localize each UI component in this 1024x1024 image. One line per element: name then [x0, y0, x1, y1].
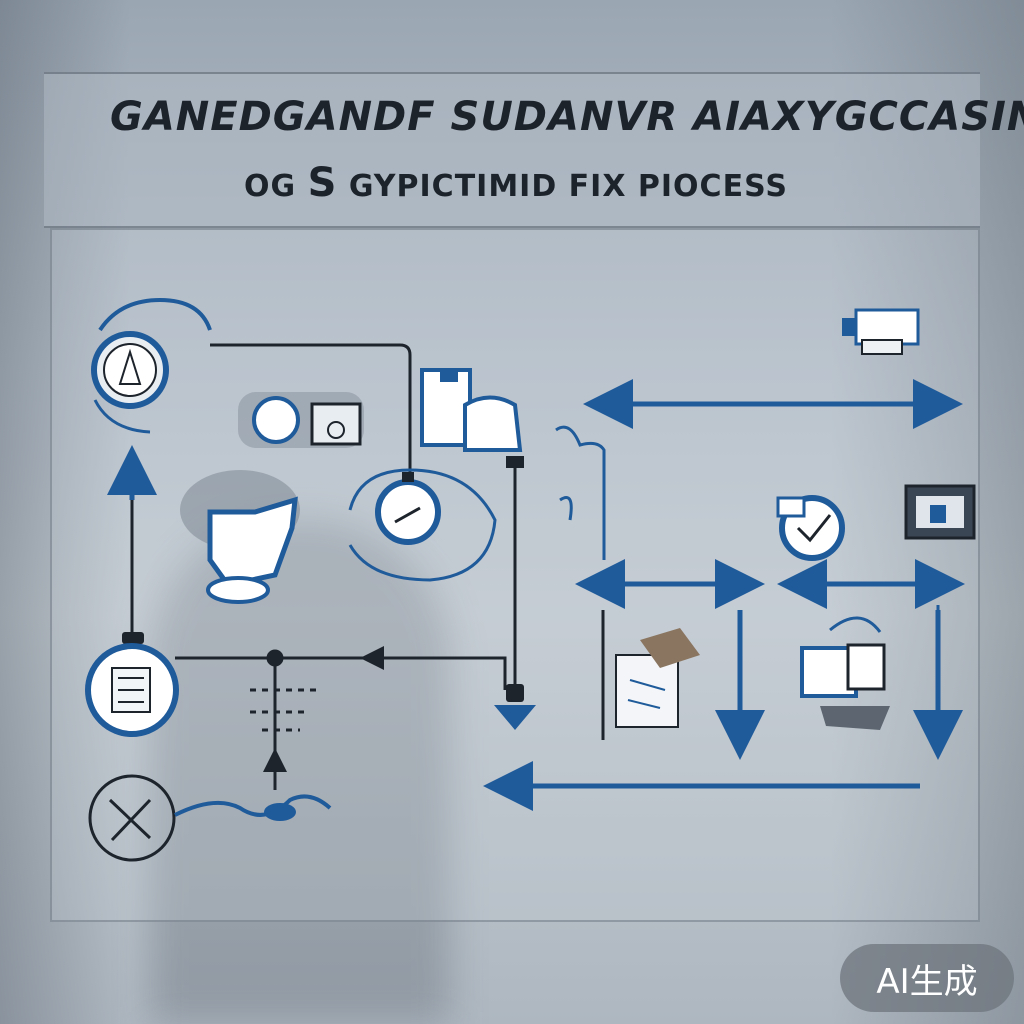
connector-lines	[120, 343, 517, 790]
folder-icon	[615, 628, 700, 728]
title-line-2-rest: GYPICTIMID FIX PIOCESS	[337, 169, 788, 204]
center-down-cap	[506, 456, 524, 468]
clock-dial-icon	[91, 297, 212, 434]
timer-check-icon	[348, 468, 497, 582]
check-badge-icon	[776, 495, 845, 561]
checklist-icon	[85, 643, 179, 737]
decorative-squiggles	[555, 425, 606, 560]
center-down-base	[506, 684, 524, 702]
report-laptop-icon	[800, 616, 890, 730]
inbox-icon	[904, 484, 976, 540]
database-icon	[250, 688, 320, 732]
junction-dot	[266, 649, 284, 667]
ai-generated-badge: AI生成	[840, 944, 1014, 1012]
title-band	[44, 72, 980, 228]
meter-icon	[238, 392, 364, 448]
document-stack-icon	[420, 368, 523, 452]
connector-top-loop	[210, 343, 412, 480]
title-line-2-prefix: OG	[244, 169, 308, 204]
scissors-icon	[88, 774, 332, 862]
arrow-center-down-head	[494, 705, 536, 730]
process-arrows	[107, 379, 965, 811]
printer-icon	[842, 308, 920, 355]
title-line-2-big: S	[307, 160, 338, 206]
connector-middle-horizontal	[175, 656, 507, 690]
left-junction-cap	[122, 632, 144, 644]
title-line-1: GANEDGANDF SUDANVR AIAXYGCCASIN	[110, 94, 1024, 140]
thumbs-up-icon	[180, 470, 300, 604]
title-line-2: OG S GYPICTIMID FIX PIOCESS	[244, 160, 788, 206]
